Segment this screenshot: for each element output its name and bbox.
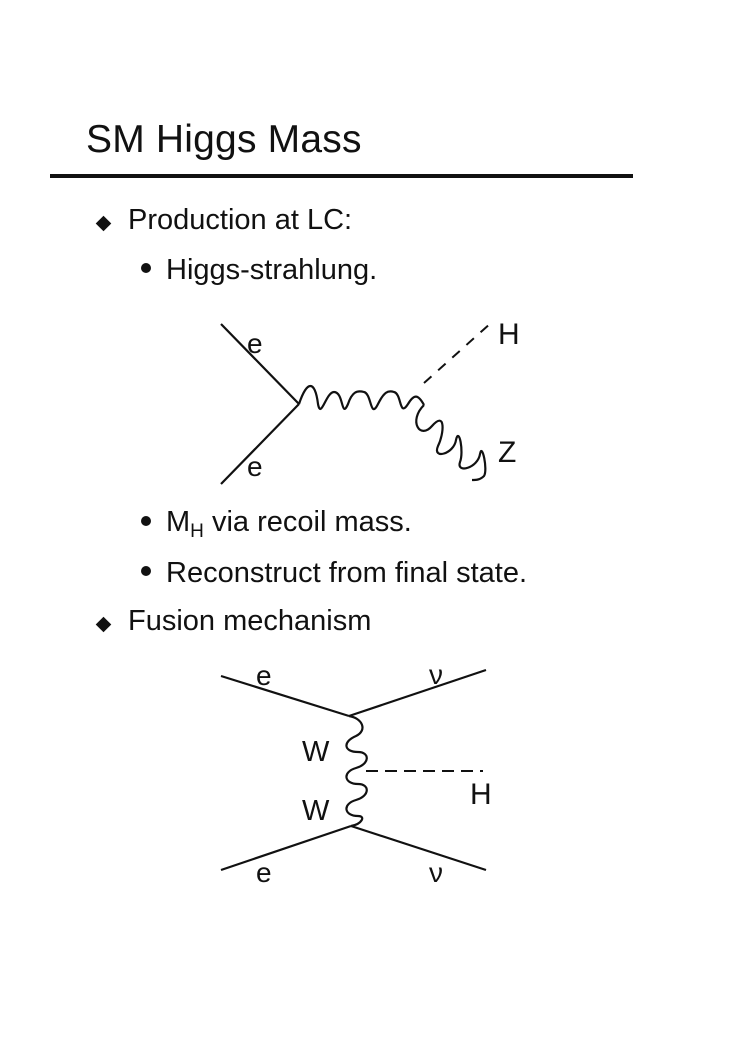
neutrino-line-bottom	[350, 824, 487, 872]
dot-bullet-icon	[141, 263, 151, 273]
electron-line-bottom	[220, 824, 352, 872]
mh-symbol: M	[166, 506, 191, 538]
bullet-production: Production at LC:	[128, 204, 353, 236]
label-e-top: e	[256, 660, 272, 691]
label-higgs: H	[470, 778, 492, 811]
higgs-dashed-line	[423, 321, 493, 384]
label-e-bottom: e	[256, 857, 272, 888]
label-z: Z	[498, 436, 516, 469]
w-boson-propagator	[345, 714, 368, 828]
title-underline	[50, 174, 633, 178]
neutrino-line-top	[348, 668, 487, 718]
z-boson-outgoing	[415, 404, 487, 482]
dot-bullet-icon	[141, 566, 151, 576]
electron-line-top	[220, 674, 350, 718]
label-higgs: H	[498, 318, 520, 351]
label-nu-top: ν	[429, 659, 443, 690]
sub-bullet-recoil-mass: MH via recoil mass.	[166, 506, 412, 542]
label-e-top: e	[247, 328, 263, 359]
label-w-top: W	[302, 736, 330, 768]
dot-bullet-icon	[141, 516, 151, 526]
recoil-text: via recoil mass.	[203, 506, 412, 538]
label-nu-bottom: ν	[429, 857, 443, 888]
sub-bullet-higgs-strahlung: Higgs-strahlung.	[166, 254, 378, 286]
label-e-bottom: e	[247, 451, 263, 482]
electron-line-bottom	[220, 403, 300, 485]
slide-title: SM Higgs Mass	[86, 118, 362, 161]
electron-line-top	[220, 323, 300, 405]
bullet-fusion: Fusion mechanism	[128, 605, 372, 637]
z-boson-propagator	[297, 384, 425, 411]
label-w-bottom: W	[302, 795, 330, 827]
mh-subscript: H	[190, 521, 204, 542]
sub-bullet-reconstruct: Reconstruct from final state.	[166, 557, 528, 589]
